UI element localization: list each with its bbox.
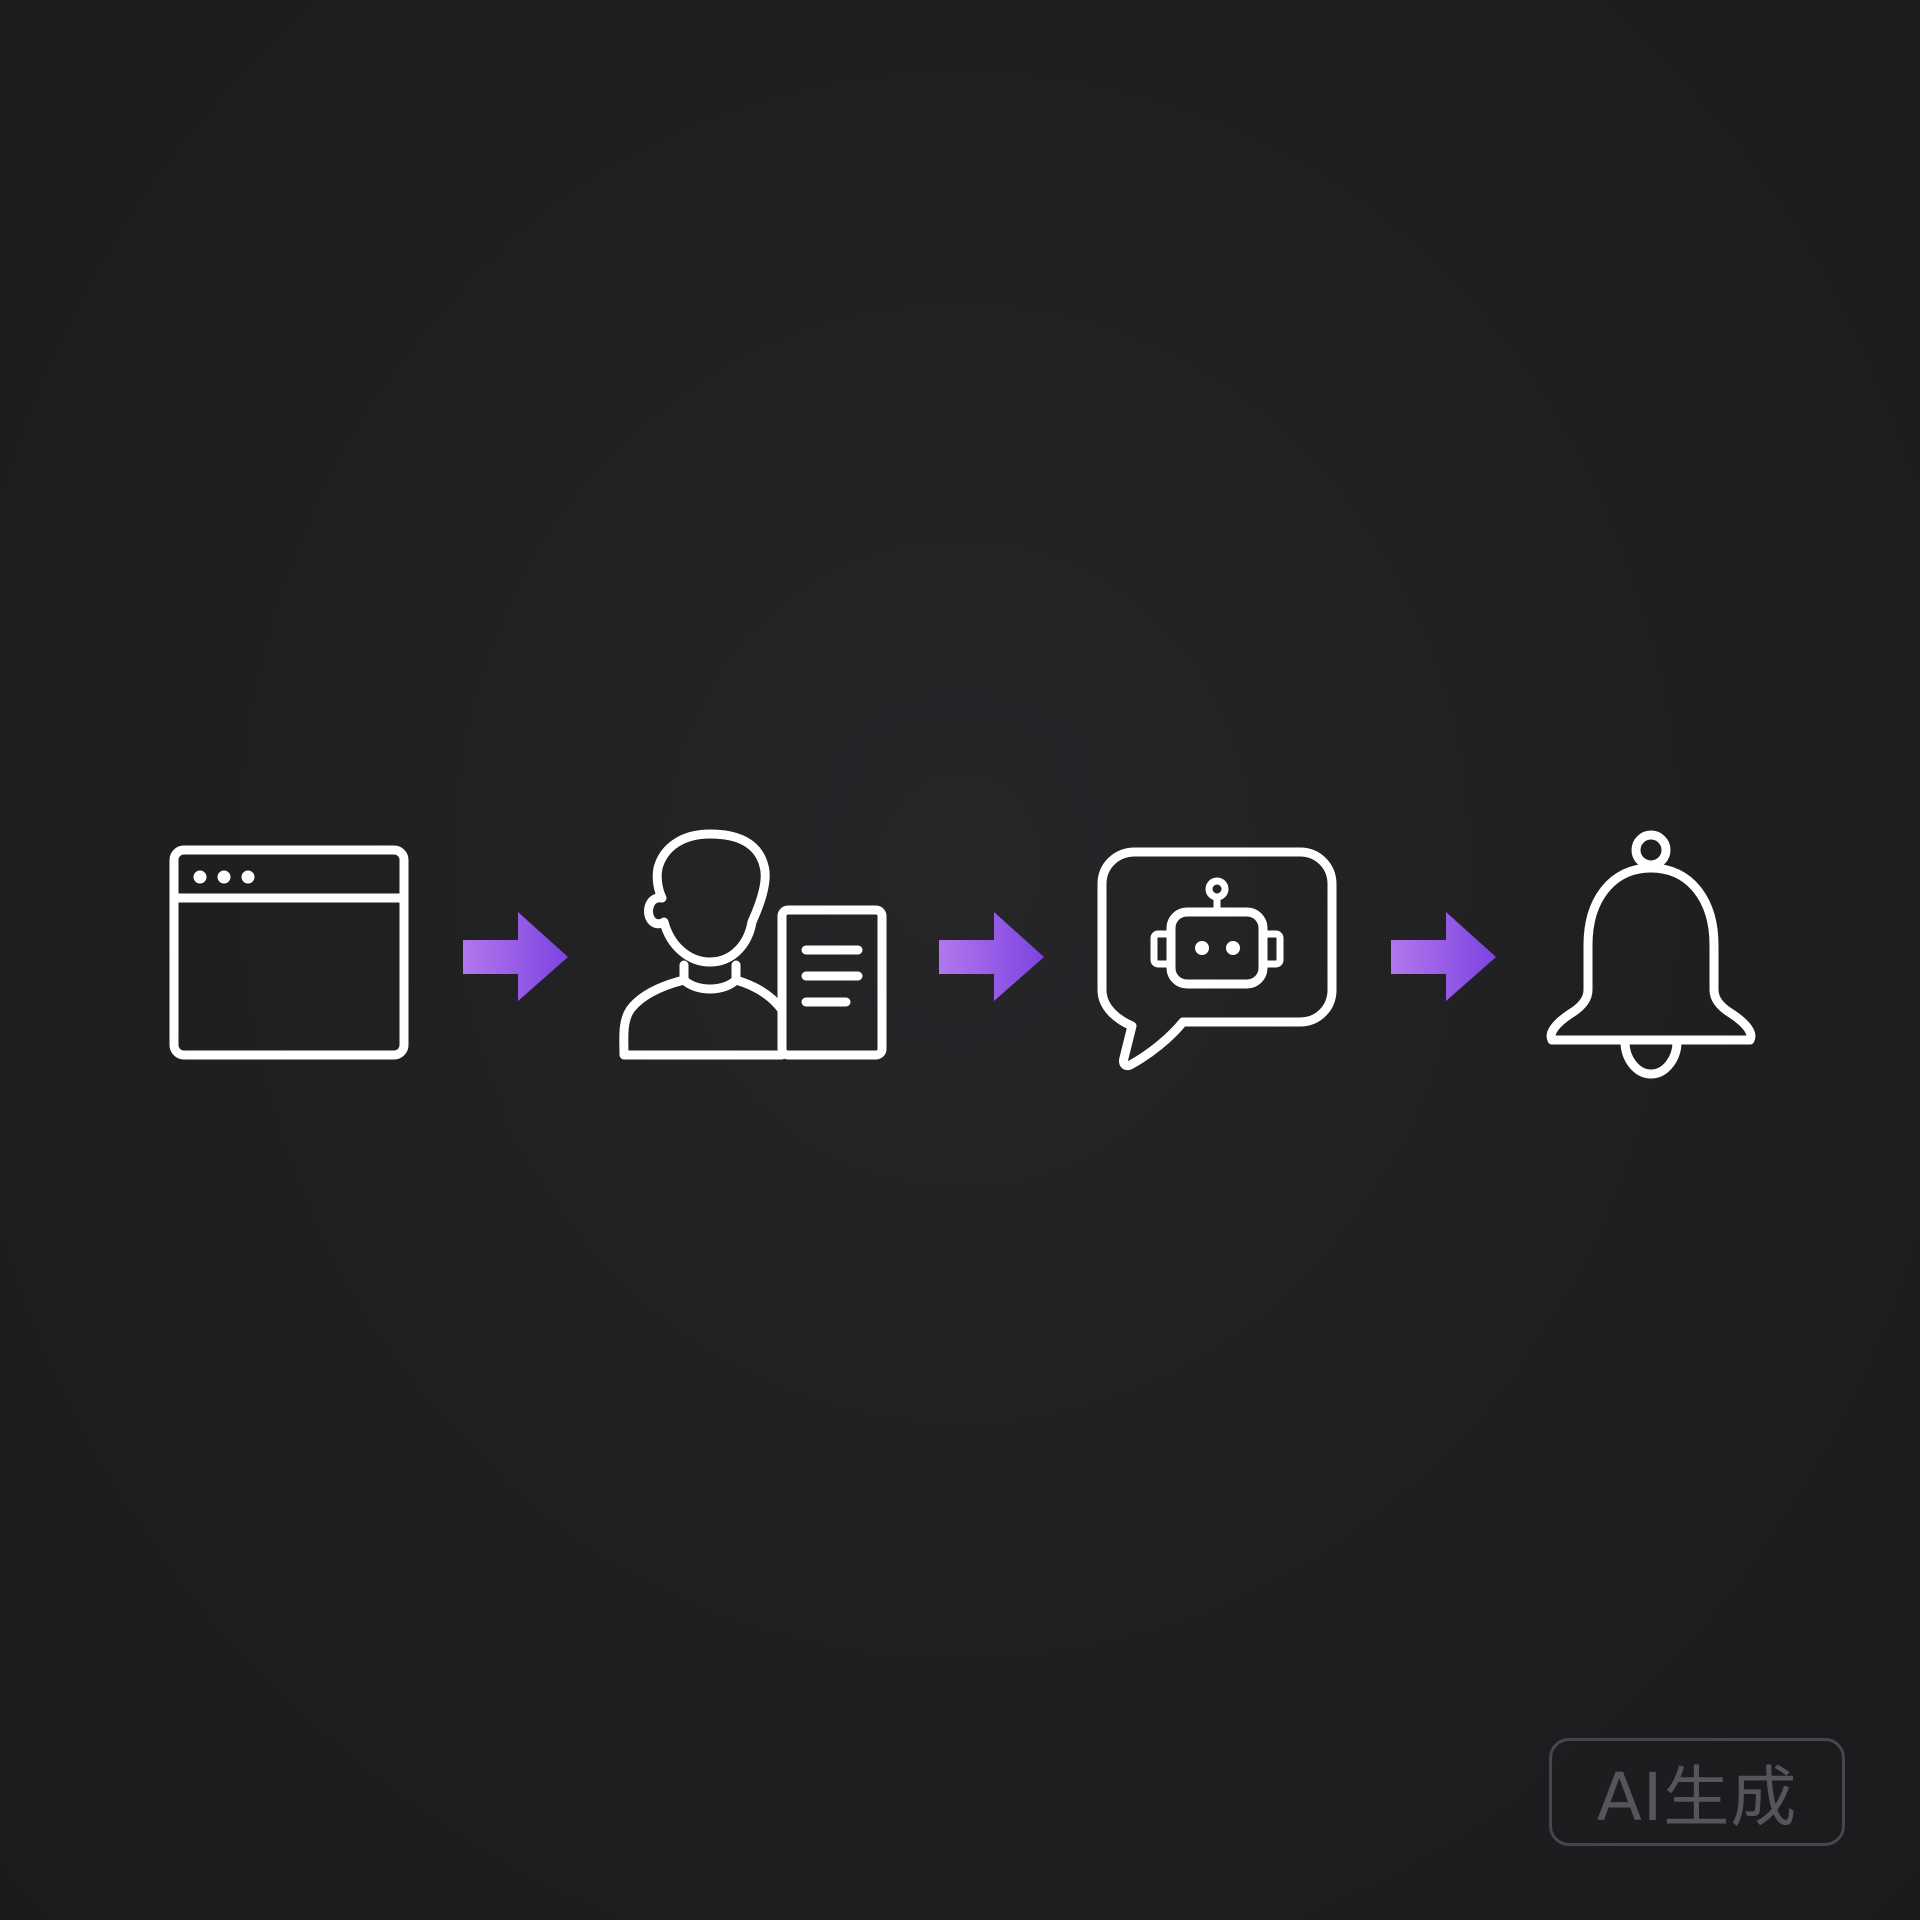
notification-bell-icon — [1546, 830, 1756, 1079]
user-with-document-icon — [619, 829, 887, 1060]
arrow-right-icon — [939, 912, 1044, 1001]
ai-generated-label: AI生成 — [1596, 1759, 1798, 1836]
browser-window-icon — [169, 845, 409, 1060]
arrow-right-icon — [1391, 912, 1496, 1001]
ai-generated-badge: AI生成 — [1549, 1738, 1845, 1846]
chatbot-speech-bubble-icon — [1097, 847, 1337, 1071]
arrow-right-icon — [463, 912, 568, 1001]
